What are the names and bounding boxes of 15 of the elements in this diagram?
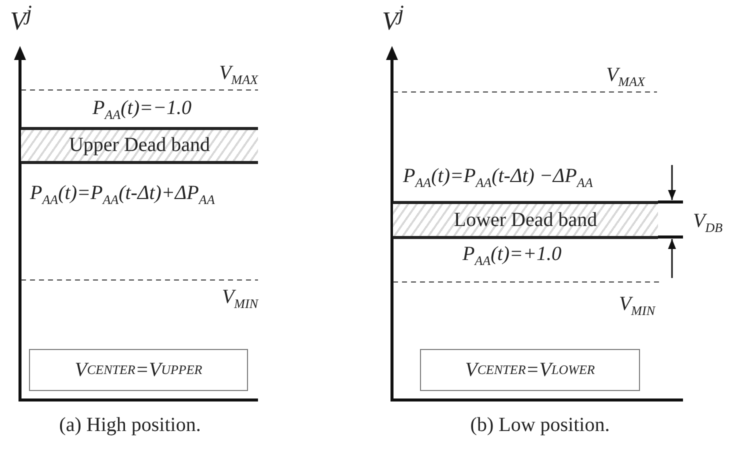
dead-band: Upper Dead band — [21, 127, 258, 164]
dimension-label: V$_{DB}$ — [693, 210, 723, 236]
threshold-label: V$_{MAX}$ — [606, 64, 645, 90]
subfigure-caption: (a) High position. — [59, 414, 201, 436]
threshold-label: V$_{MAX}$ — [219, 62, 258, 88]
formula-label: P$_{AA}$(t)=−1.0 — [92, 97, 192, 122]
subfigure-caption: (b) Low position. — [470, 414, 610, 436]
formula-label: P$_{AA}$(t)=P$_{AA}$(t-Δt) −ΔP$_{AA}$ — [403, 165, 593, 190]
formula-label: P$_{AA}$(t)=+1.0 — [462, 243, 562, 268]
axis-label: V$^{j}$ — [382, 2, 404, 36]
dead-band: Lower Dead band — [393, 201, 658, 239]
formula-label: P$_{AA}$(t)=P$_{AA}$(t-Δt)+ΔP$_{AA}$ — [30, 182, 215, 208]
threshold-label: V$_{MIN}$ — [222, 286, 258, 312]
axis-label: V$^{j}$ — [10, 2, 32, 36]
threshold-label: V$_{MIN}$ — [618, 293, 655, 318]
